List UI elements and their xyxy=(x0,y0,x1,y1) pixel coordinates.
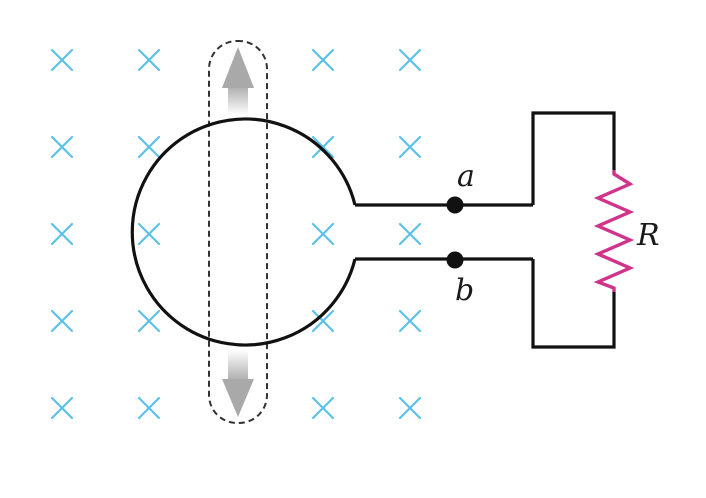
resistor-label: R xyxy=(636,218,660,253)
cross-icon xyxy=(50,135,74,159)
terminal-b-label: b xyxy=(455,273,474,308)
cross-icon xyxy=(311,135,335,159)
cross-icon xyxy=(398,135,422,159)
cross-icon xyxy=(398,222,422,246)
arrow-down-icon xyxy=(222,350,254,417)
cross-icon xyxy=(398,309,422,333)
upper-circuit-wire xyxy=(531,111,616,205)
cross-icon xyxy=(311,222,335,246)
cross-icon xyxy=(50,48,74,72)
cross-icon xyxy=(398,396,422,420)
cross-icon xyxy=(137,396,161,420)
terminal-b-dot xyxy=(446,251,464,269)
cross-icon xyxy=(50,309,74,333)
cross-icon xyxy=(137,222,161,246)
cross-icon xyxy=(137,309,161,333)
sliding-bar xyxy=(208,40,268,424)
cross-icon xyxy=(311,396,335,420)
sliding-bar-outline xyxy=(208,40,268,424)
cross-icon xyxy=(311,48,335,72)
cross-icon xyxy=(311,309,335,333)
terminal-a-label: a xyxy=(457,159,475,194)
resistor-icon xyxy=(593,170,635,292)
arrow-up-icon xyxy=(222,47,254,115)
cross-icon xyxy=(50,222,74,246)
lower-circuit-wire xyxy=(531,259,616,349)
circular-wire-loop xyxy=(130,117,357,347)
terminal-a-dot xyxy=(446,196,464,214)
cross-icon xyxy=(137,48,161,72)
cross-icon xyxy=(398,48,422,72)
cross-icon xyxy=(50,396,74,420)
cross-icon xyxy=(137,135,161,159)
